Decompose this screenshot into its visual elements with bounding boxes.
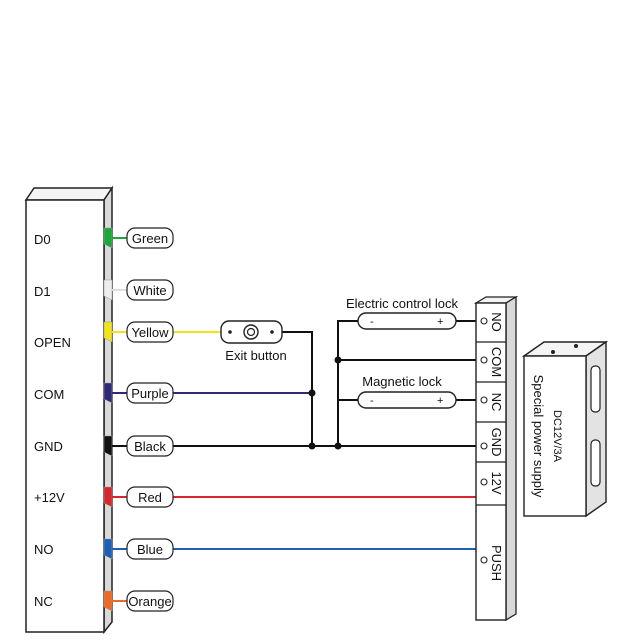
magnetic-lock-label: Magnetic lock — [362, 374, 442, 389]
wire-label-purple: Purple — [126, 382, 174, 404]
wire-label-yellow: Yellow — [126, 321, 174, 343]
wire-label-blue: Blue — [126, 538, 174, 560]
power-terminal-nc: NC — [489, 393, 504, 412]
wire-connector-blue — [103, 538, 113, 560]
electric-lock: - + — [357, 312, 457, 330]
junction-dot — [308, 442, 316, 450]
terminal-label-d0: D0 — [34, 232, 51, 247]
electric-lock-plus: + — [437, 316, 443, 328]
terminal-label-nc: NC — [34, 594, 53, 609]
svg-text:Red: Red — [138, 490, 162, 505]
controller-unit — [24, 185, 114, 635]
junction-dot — [308, 389, 316, 397]
exit-button — [220, 320, 283, 344]
wire-label-orange: Orange — [126, 590, 174, 612]
electric-lock-minus: - — [370, 316, 374, 328]
power-supply-rating: DC12V/3A — [551, 410, 563, 463]
svg-text:Purple: Purple — [131, 386, 169, 401]
terminal-label-open: OPEN — [34, 335, 71, 350]
power-terminal-no: NO — [489, 312, 504, 332]
terminal-label-gnd: GND — [34, 439, 63, 454]
power-terminal-push: PUSH — [489, 545, 504, 581]
svg-text:Orange: Orange — [128, 594, 171, 609]
magnetic-lock-minus: - — [370, 395, 374, 407]
power-supply-unit — [521, 340, 609, 518]
svg-text:Black: Black — [134, 439, 166, 454]
wire-connector-orange — [103, 590, 113, 612]
wire-label-green: Green — [126, 227, 174, 249]
wire-connector-black — [103, 435, 113, 457]
wire-connectors — [103, 227, 113, 612]
power-terminal-12v: 12V — [489, 471, 504, 494]
wire-label-red: Red — [126, 486, 174, 508]
wire-connector-purple — [103, 382, 113, 404]
terminal-screws — [480, 317, 488, 564]
magnetic-lock: - + — [357, 391, 457, 409]
wire-connector-red — [103, 486, 113, 508]
wire-connector-white — [103, 279, 113, 301]
junction-dot — [334, 442, 342, 450]
wire-label-black: Black — [126, 435, 174, 457]
wire-connector-green — [103, 227, 113, 249]
exit-button-label: Exit button — [225, 348, 286, 363]
svg-text:Green: Green — [132, 231, 168, 246]
power-terminal-com: COM — [489, 347, 504, 377]
wire-exit-button-out — [282, 331, 313, 446]
magnetic-lock-plus: + — [437, 395, 443, 407]
svg-text:Blue: Blue — [137, 542, 163, 557]
svg-text:Yellow: Yellow — [131, 325, 169, 340]
power-supply-name: Special power supply — [531, 375, 546, 498]
wire-connector-yellow — [103, 321, 113, 343]
terminal-label-12v: +12V — [34, 490, 65, 505]
wire-label-white: White — [126, 279, 174, 301]
svg-text:White: White — [133, 283, 166, 298]
junction-dot — [334, 356, 342, 364]
power-terminal-strip — [473, 295, 519, 622]
electric-lock-label: Electric control lock — [346, 296, 458, 311]
terminal-label-no: NO — [34, 542, 54, 557]
terminal-label-d1: D1 — [34, 284, 51, 299]
wire-lock-bus — [337, 320, 358, 446]
power-terminal-gnd: GND — [489, 428, 504, 457]
terminal-label-com: COM — [34, 387, 64, 402]
